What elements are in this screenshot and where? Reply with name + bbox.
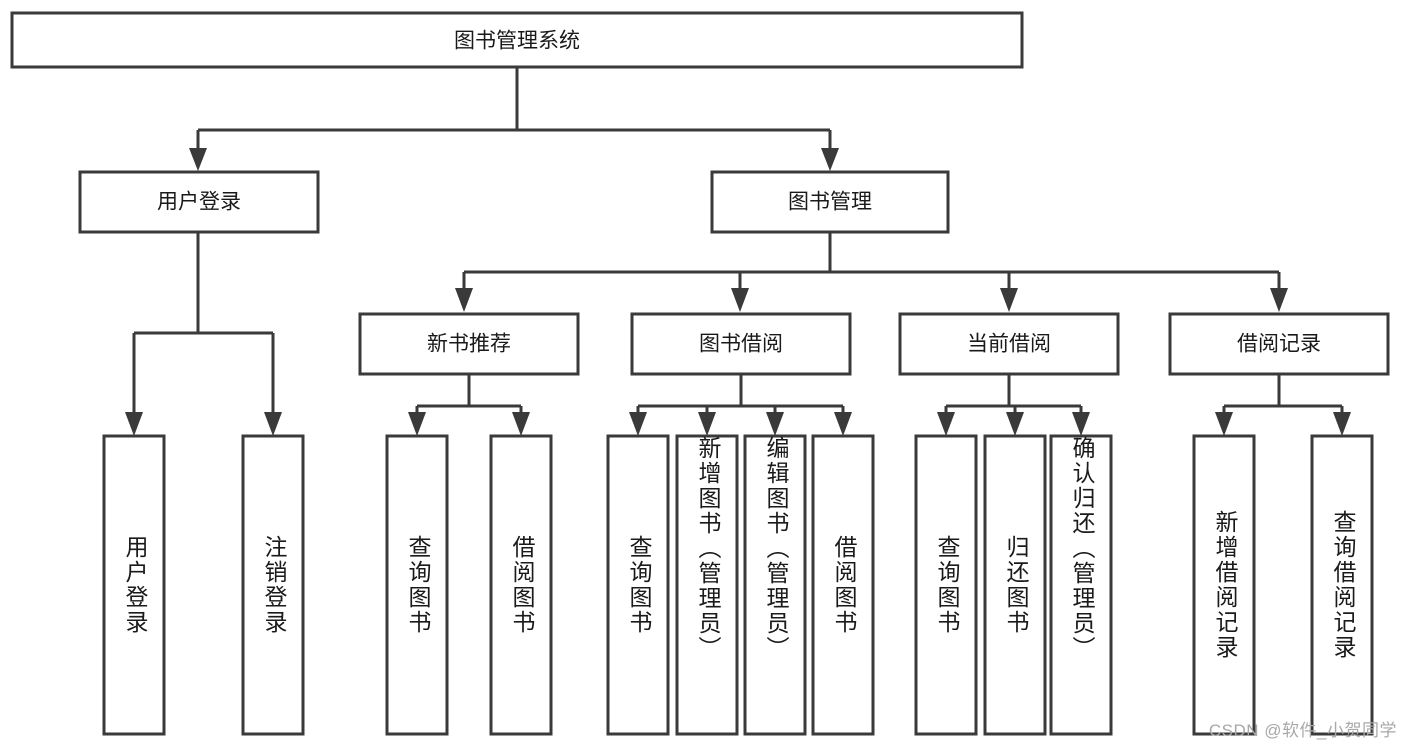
node-current-borrow-label: 当前借阅 [967,333,1051,356]
arrow-head-icon [731,288,749,312]
leaf-box-borrow-lend[interactable] [811,434,875,736]
node-current-borrow[interactable]: 当前借阅 [898,312,1120,376]
arrow-head-icon [408,412,426,436]
leaf-box-record-add[interactable] [1192,434,1256,736]
arrow-head-icon [1072,412,1090,436]
arrow-head-icon [629,412,647,436]
leaf-box-user-login[interactable] [102,434,166,736]
node-book-borrow[interactable]: 图书借阅 [630,312,852,376]
node-root-box[interactable] [10,11,1024,69]
connector-group [125,67,1351,436]
arrow-head-icon [766,412,784,436]
node-user-login-label: 用户登录 [157,191,241,214]
leaf-box-borrow-add[interactable] [675,434,739,736]
node-current-borrow-box[interactable] [898,312,1120,376]
node-book-management-box[interactable] [710,170,950,234]
arrow-head-icon [455,288,473,312]
arrow-head-icon [512,412,530,436]
node-user-login[interactable]: 用户登录 [78,170,320,234]
leaf-box-logout-login[interactable] [241,434,305,736]
leaf-box-current-confirm[interactable] [1049,434,1113,736]
arrow-head-icon [821,148,839,171]
leaf-box-borrow-query[interactable] [606,434,670,736]
leaf-box-newbook-query[interactable] [385,434,449,736]
arrow-head-icon [264,412,282,436]
leaf-box-borrow-edit[interactable] [743,434,807,736]
node-borrow-record-box[interactable] [1168,312,1390,376]
arrow-head-icon [1006,412,1024,436]
arrow-head-icon [698,412,716,436]
arrow-head-icon [189,148,207,171]
leaf-box-record-query[interactable] [1310,434,1374,736]
arrow-head-icon [834,412,852,436]
leaf-box-current-query[interactable] [914,434,978,736]
node-root[interactable]: 图书管理系统 [10,11,1024,69]
node-new-book-recommend[interactable]: 新书推荐 [358,312,580,376]
leaf-box-newbook-borrow[interactable] [489,434,553,736]
arrow-head-icon [1333,412,1351,436]
node-new-book-recommend-label: 新书推荐 [427,333,511,356]
node-book-borrow-label: 图书借阅 [699,333,783,356]
node-root-label: 图书管理系统 [454,30,580,53]
leaf-box-current-return[interactable] [983,434,1047,736]
arrow-head-icon [937,412,955,436]
node-book-management[interactable]: 图书管理 [710,170,950,234]
node-book-management-label: 图书管理 [788,191,872,214]
arrow-head-icon [1000,288,1018,312]
arrow-head-icon [1215,412,1233,436]
node-new-book-recommend-box[interactable] [358,312,580,376]
arrow-head-icon [125,412,143,436]
watermark-text: CSDN @软件_小贺同学 [1208,721,1397,740]
node-book-borrow-box[interactable] [630,312,852,376]
node-user-login-box[interactable] [78,170,320,234]
node-borrow-record[interactable]: 借阅记录 [1168,312,1390,376]
node-borrow-record-label: 借阅记录 [1237,333,1321,356]
arrow-head-icon [1270,288,1288,312]
